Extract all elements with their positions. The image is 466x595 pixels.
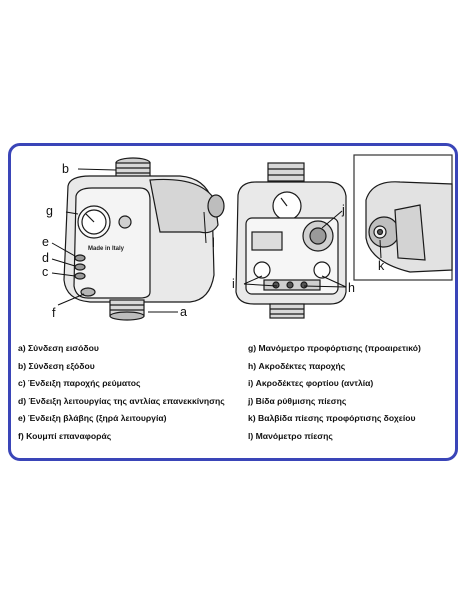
callout-k: k — [378, 259, 385, 273]
valve-detail-inset — [353, 154, 453, 281]
legend-item-k: k) Βαλβίδα πίεσης προφόρτισης δοχείου — [248, 413, 416, 424]
callout-c: c — [42, 265, 48, 279]
legend-item-c: c) Ένδειξη παροχής ρεύματος — [18, 378, 141, 389]
callout-lines — [51, 168, 382, 313]
callout-a: a — [180, 305, 187, 319]
legend-item-h: h) Ακροδέκτες παροχής — [248, 360, 346, 371]
callout-l: l — [212, 236, 215, 250]
legend-right-column: g) Μανόμετρο προφόρτισης (προαιρετικό) h… — [248, 340, 421, 446]
legend-item-l: l) Μανόμετρο πίεσης — [248, 430, 333, 441]
device-label: Made in Italy — [88, 246, 125, 252]
callout-i: i — [232, 277, 235, 291]
callout-f: f — [52, 306, 56, 320]
legend-item-b: b) Σύνδεση εξόδου — [18, 360, 95, 371]
legend-item-i: i) Ακροδέκτες φορτίου (αντλία) — [248, 378, 374, 389]
callout-j: j — [341, 203, 345, 217]
callout-h: h — [348, 281, 355, 295]
legend-item-d: d) Ένδειξη λειτουργίας της αντλίας επανε… — [18, 395, 225, 406]
legend-item-g: g) Μανόμετρο προφόρτισης (προαιρετικό) — [248, 343, 421, 353]
device-open-view — [235, 162, 347, 319]
legend-item-j: j) Βίδα ρύθμισης πίεσης — [248, 395, 347, 406]
legend-left-column: a) Σύνδεση εισόδου b) Σύνδεση εξόδου c) … — [18, 340, 225, 446]
callout-d: d — [42, 251, 49, 265]
device-front-view — [63, 157, 225, 321]
callout-g: g — [46, 204, 53, 218]
legend-item-f: f) Κουμπί επαναφοράς — [18, 430, 112, 441]
callout-b: b — [62, 162, 69, 176]
legend-item-a: a) Σύνδεση εισόδου — [18, 343, 99, 353]
legend-item-e: e) Ένδειξη βλάβης (ξηρά λειτουργία) — [18, 413, 167, 424]
callout-e: e — [42, 235, 49, 249]
